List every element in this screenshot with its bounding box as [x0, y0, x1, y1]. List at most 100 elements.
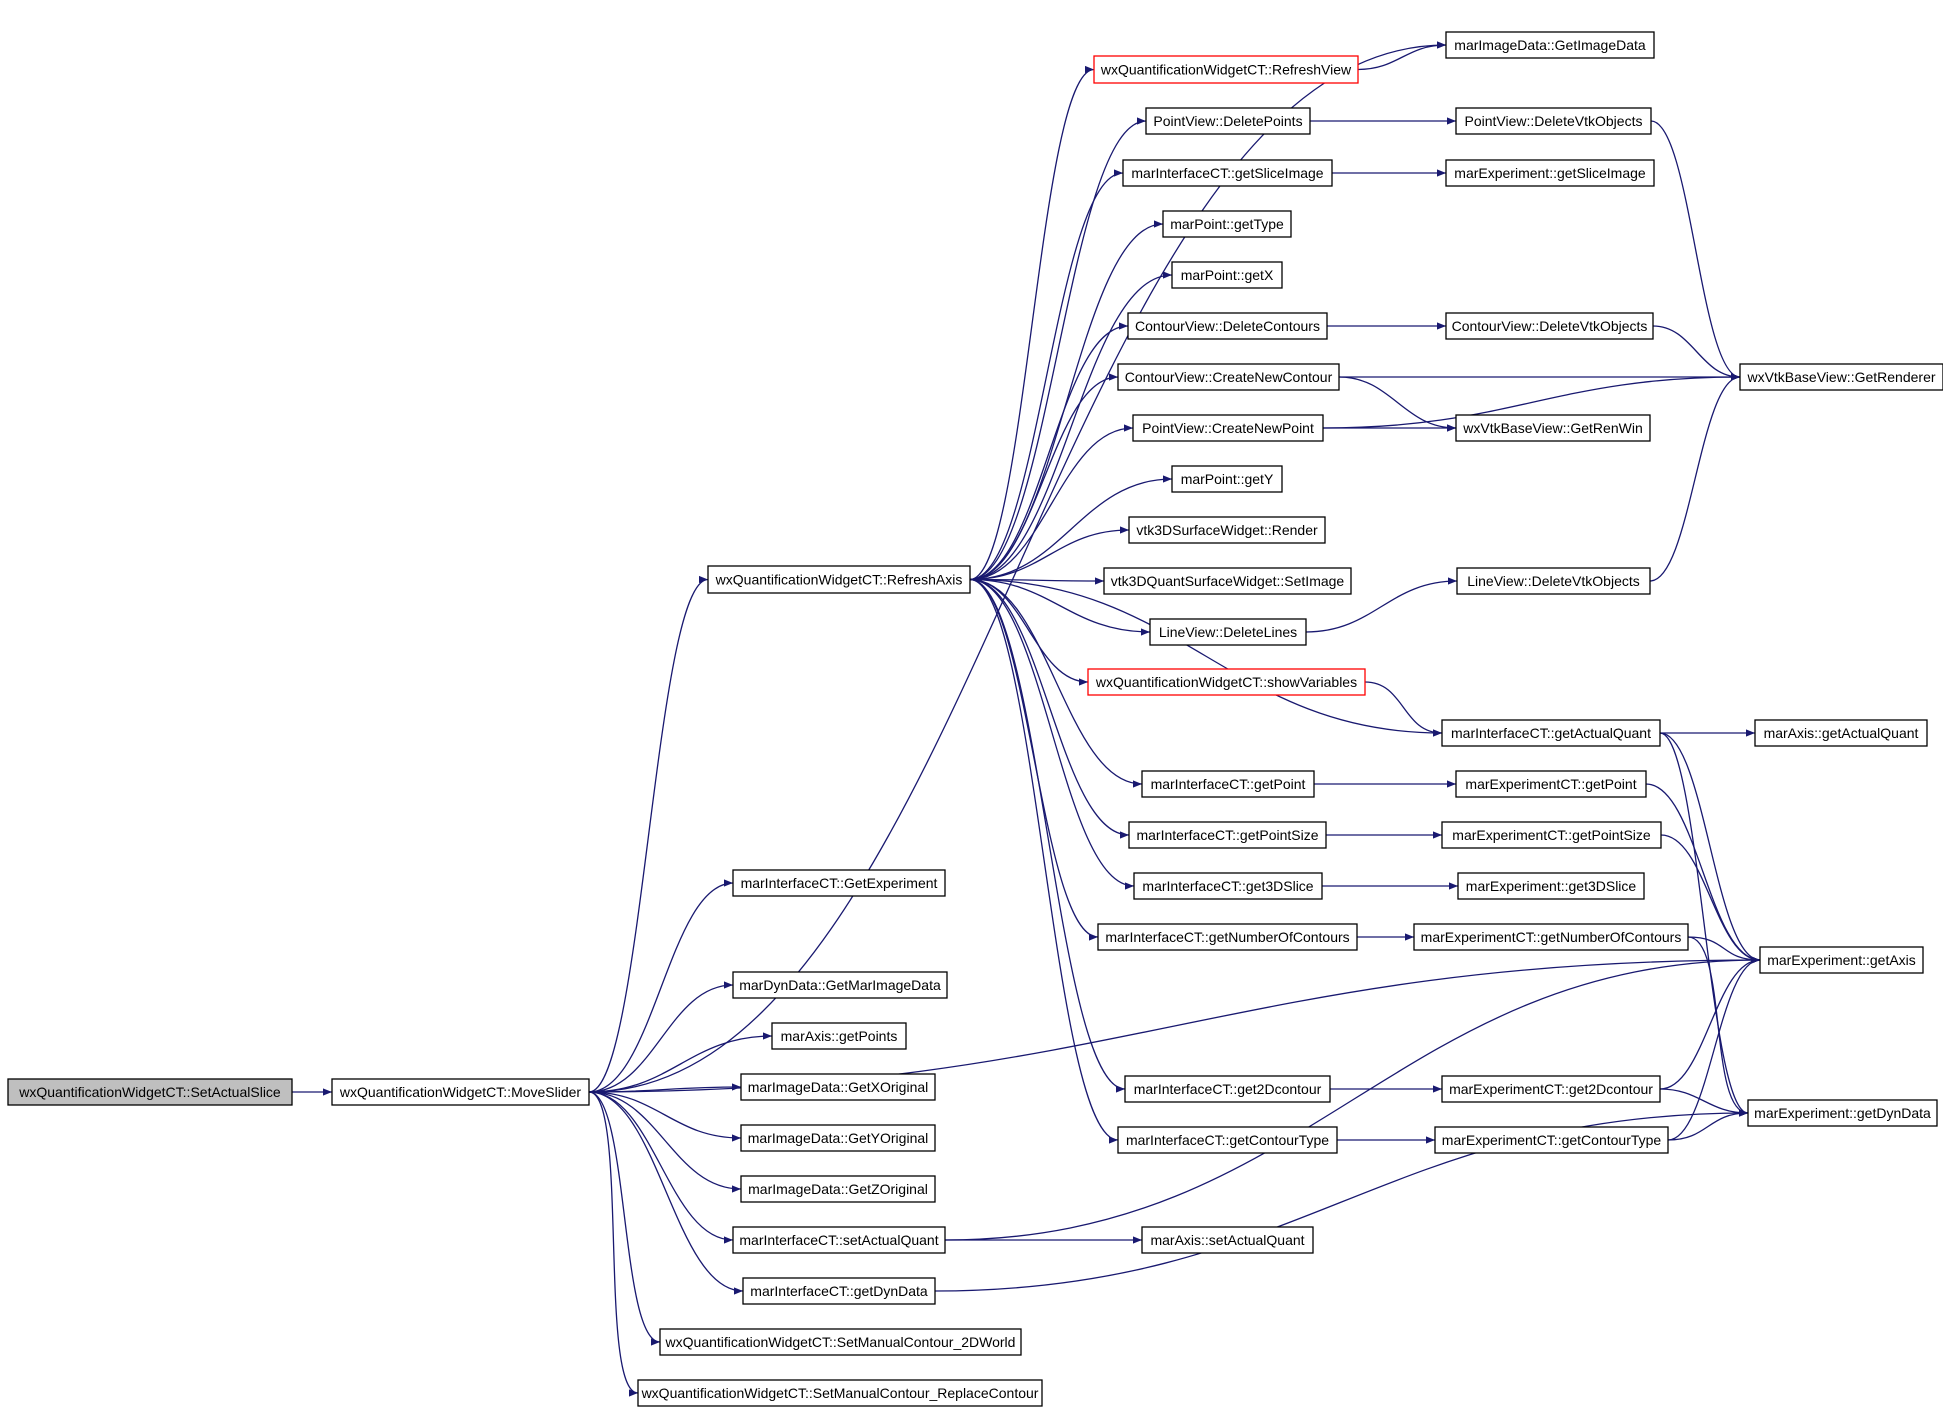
node-expct-get-num-contours[interactable]: marExperimentCT::getNumberOfContours: [1413, 923, 1689, 951]
node-box: [1434, 1126, 1669, 1154]
node-get-xoriginal[interactable]: marImageData::GetXOriginal: [740, 1073, 936, 1101]
node-label: vtk3DSurfaceWidget::Render: [1136, 522, 1318, 538]
node-set-manual2-d[interactable]: wxQuantificationWidgetCT::SetManualConto…: [659, 1328, 1022, 1356]
node-box: [771, 1022, 907, 1050]
edge-lv-delete-lines-to-lv-delete-vtk: [1305, 577, 1458, 633]
node-if-get-point-size[interactable]: marInterfaceCT::getPointSize: [1128, 821, 1327, 849]
node-label: marInterfaceCT::getActualQuant: [1451, 725, 1651, 741]
node-if-get-slice-image[interactable]: marInterfaceCT::getSliceImage: [1122, 159, 1333, 187]
node-cv-delete-contours[interactable]: ContourView::DeleteContours: [1127, 312, 1328, 340]
node-label: marInterfaceCT::getNumberOfContours: [1105, 929, 1349, 945]
node-box: [1455, 107, 1652, 135]
edge-expct-get-num-contours-to-exp-get-axis: [1687, 936, 1761, 964]
edge-refresh-axis-to-pv-delete-points: [969, 117, 1147, 581]
node-label: ContourView::DeleteVtkObjects: [1452, 318, 1648, 334]
node-pt-get-type[interactable]: marPoint::getType: [1162, 210, 1292, 238]
node-set-actual-slice[interactable]: wxQuantificationWidgetCT::SetActualSlice: [7, 1078, 293, 1106]
node-get-experiment[interactable]: marInterfaceCT::GetExperiment: [732, 869, 946, 897]
edge-refresh-axis-to-if-get-contour-type: [969, 578, 1119, 1144]
node-label: wxQuantificationWidgetCT::showVariables: [1095, 674, 1357, 690]
node-vtk-render[interactable]: vtk3DSurfaceWidget::Render: [1128, 516, 1326, 544]
node-label: marInterfaceCT::GetExperiment: [741, 875, 938, 891]
edge-refresh-axis-to-cv-delete-contours: [969, 322, 1129, 581]
node-label: LineView::DeleteLines: [1159, 624, 1297, 640]
edge-show-variables-to-if-get-actual-quant: [1364, 681, 1443, 737]
node-box: [1739, 363, 1943, 391]
edge-move-slider-to-get-mar-image-data: [588, 981, 734, 1093]
node-label: marAxis::getActualQuant: [1764, 725, 1919, 741]
node-if-get-dyn-data[interactable]: marInterfaceCT::getDynData: [742, 1277, 936, 1305]
node-refresh-axis[interactable]: wxQuantificationWidgetCT::RefreshAxis: [707, 565, 971, 594]
node-get-zoriginal[interactable]: marImageData::GetZOriginal: [740, 1175, 936, 1203]
node-pv-delete-vtk[interactable]: PointView::DeleteVtkObjects: [1455, 107, 1652, 135]
node-if-set-actual-quant[interactable]: marInterfaceCT::setActualQuant: [732, 1226, 946, 1254]
node-box: [1117, 363, 1340, 391]
node-show-variables[interactable]: wxQuantificationWidgetCT::showVariables: [1087, 668, 1366, 696]
node-cv-delete-vtk[interactable]: ContourView::DeleteVtkObjects: [1445, 312, 1654, 340]
node-move-slider[interactable]: wxQuantificationWidgetCT::MoveSlider: [331, 1078, 590, 1106]
node-get-yoriginal[interactable]: marImageData::GetYOriginal: [740, 1124, 936, 1152]
node-exp-get-dyn-data[interactable]: marExperiment::getDynData: [1747, 1099, 1938, 1127]
node-pv-delete-points[interactable]: PointView::DeletePoints: [1145, 107, 1311, 135]
node-box: [1128, 821, 1327, 849]
node-box: [1133, 872, 1323, 900]
node-box: [659, 1328, 1022, 1356]
node-box: [1455, 414, 1651, 442]
node-vtk-set-image[interactable]: vtk3DQuantSurfaceWidget::SetImage: [1103, 567, 1352, 595]
node-set-manual-replace[interactable]: wxQuantificationWidgetCT::SetManualConto…: [637, 1379, 1043, 1407]
node-if-get-actual-quant[interactable]: marInterfaceCT::getActualQuant: [1441, 719, 1661, 747]
node-label: marExperimentCT::get2Dcontour: [1449, 1081, 1653, 1097]
node-expct-get2-dcontour[interactable]: marExperimentCT::get2Dcontour: [1441, 1075, 1661, 1103]
node-label: marExperiment::getSliceImage: [1454, 165, 1646, 181]
node-pv-create-new-point[interactable]: PointView::CreateNewPoint: [1132, 414, 1324, 442]
node-box: [1124, 1075, 1331, 1103]
node-axis-get-actual-quant[interactable]: marAxis::getActualQuant: [1754, 719, 1928, 747]
node-box: [1747, 1099, 1938, 1127]
node-axis-set-actual-quant[interactable]: marAxis::setActualQuant: [1141, 1226, 1314, 1254]
node-label: marImageData::GetZOriginal: [748, 1181, 928, 1197]
node-box: [1087, 668, 1366, 696]
node-label: wxQuantificationWidgetCT::RefreshView: [1100, 62, 1352, 78]
node-get-mar-image-data[interactable]: marDynData::GetMarImageData: [732, 971, 948, 999]
node-box: [732, 869, 946, 897]
edge-if-get-actual-quant-to-exp-get-dyn-data: [1659, 732, 1749, 1117]
edge-move-slider-to-set-manual-replace: [588, 1091, 639, 1397]
node-label: marExperiment::get3DSlice: [1466, 878, 1637, 894]
node-get-ren-win[interactable]: wxVtkBaseView::GetRenWin: [1455, 414, 1651, 442]
node-label: marImageData::GetYOriginal: [748, 1130, 929, 1146]
node-if-get3-dslice[interactable]: marInterfaceCT::get3DSlice: [1133, 872, 1323, 900]
node-expct-get-point-size[interactable]: marExperimentCT::getPointSize: [1441, 821, 1662, 849]
edge-refresh-axis-to-if-get-actual-quant: [969, 578, 1443, 737]
edge-if-get-actual-quant-to-exp-get-axis: [1659, 732, 1761, 964]
edge-if-set-actual-quant-to-exp-get-axis: [944, 956, 1761, 1241]
node-exp-get-axis[interactable]: marExperiment::getAxis: [1759, 946, 1924, 974]
node-if-get2-dcontour[interactable]: marInterfaceCT::get2Dcontour: [1124, 1075, 1331, 1103]
node-lv-delete-vtk[interactable]: LineView::DeleteVtkObjects: [1456, 567, 1651, 595]
node-expct-get-point[interactable]: marExperimentCT::getPoint: [1455, 770, 1647, 798]
node-img-get-image-data[interactable]: marImageData::GetImageData: [1445, 31, 1655, 59]
node-lv-delete-lines[interactable]: LineView::DeleteLines: [1149, 618, 1307, 646]
edge-refresh-axis-to-cv-create-new-contour: [969, 373, 1119, 581]
node-box: [1117, 1126, 1338, 1154]
node-exp-get3-dslice[interactable]: marExperiment::get3DSlice: [1457, 872, 1645, 900]
node-label: wxVtkBaseView::GetRenWin: [1462, 420, 1642, 436]
node-box: [1441, 719, 1661, 747]
node-pt-get-x[interactable]: marPoint::getX: [1171, 261, 1283, 289]
node-if-get-contour-type[interactable]: marInterfaceCT::getContourType: [1117, 1126, 1338, 1154]
node-label: marAxis::getPoints: [781, 1028, 898, 1044]
edge-pv-create-new-point-to-get-renderer: [1322, 373, 1741, 429]
node-expct-get-contour-type[interactable]: marExperimentCT::getContourType: [1434, 1126, 1669, 1154]
node-exp-get-slice-image[interactable]: marExperiment::getSliceImage: [1445, 159, 1655, 187]
node-label: wxQuantificationWidgetCT::SetManualConto…: [641, 1385, 1039, 1401]
node-cv-create-new-contour[interactable]: ContourView::CreateNewContour: [1117, 363, 1340, 391]
node-get-renderer[interactable]: wxVtkBaseView::GetRenderer: [1739, 363, 1943, 391]
node-pt-get-y[interactable]: marPoint::getY: [1171, 465, 1283, 493]
node-label: marExperimentCT::getPoint: [1465, 776, 1636, 792]
node-box: [331, 1078, 590, 1106]
node-if-get-num-contours[interactable]: marInterfaceCT::getNumberOfContours: [1097, 923, 1358, 951]
node-if-get-point[interactable]: marInterfaceCT::getPoint: [1141, 770, 1315, 798]
node-label: wxQuantificationWidgetCT::RefreshAxis: [715, 572, 963, 588]
node-box: [1754, 719, 1928, 747]
node-refresh-view[interactable]: wxQuantificationWidgetCT::RefreshView: [1093, 55, 1359, 84]
node-axis-get-points[interactable]: marAxis::getPoints: [771, 1022, 907, 1050]
